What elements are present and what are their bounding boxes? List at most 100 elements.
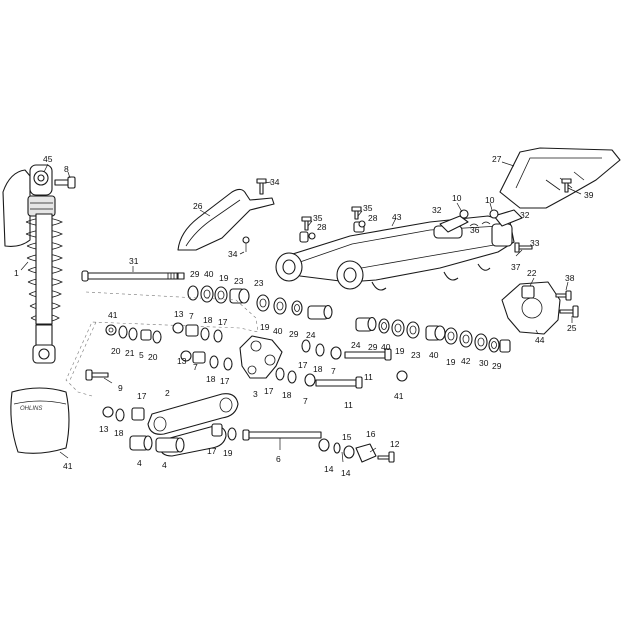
- callout: 14: [341, 468, 351, 478]
- linkage-outline: [65, 291, 259, 397]
- callout: 20: [148, 352, 158, 362]
- callout: 7: [331, 366, 336, 376]
- callout: 23: [234, 276, 244, 286]
- callout: 7: [303, 396, 308, 406]
- chain-block-44: [501, 281, 561, 335]
- callout: 30: [479, 358, 489, 368]
- callout: 23: [411, 350, 421, 360]
- callout: 29: [368, 342, 378, 352]
- callout: 20: [111, 346, 121, 356]
- bolt-9: [85, 369, 109, 381]
- callout: 26: [193, 201, 203, 211]
- bag-logo: OHLINS: [20, 406, 42, 412]
- callout: 19: [260, 322, 270, 332]
- linkage-small-parts: [105, 322, 233, 371]
- callout: 13: [99, 424, 109, 434]
- screw-34-top: [256, 178, 267, 195]
- callout: 10: [452, 193, 462, 203]
- callout: 23: [254, 278, 264, 288]
- callout: 38: [565, 273, 575, 283]
- callout-labels: 45 8 1 31 34 26 34 35 28 35 28 43 27 39 …: [14, 154, 594, 478]
- callout: 40: [273, 326, 283, 336]
- callout: 5: [139, 350, 144, 360]
- callout: 18: [282, 390, 292, 400]
- callout: 28: [368, 213, 378, 223]
- linkage-lower-parts: [102, 406, 237, 441]
- callout: 6: [276, 454, 281, 464]
- rocker-3: [239, 335, 283, 379]
- screw-38: [555, 290, 572, 301]
- callout: 41: [63, 461, 73, 471]
- bolt-8: [54, 176, 76, 189]
- callout: 29: [492, 361, 502, 371]
- callout: 29: [190, 269, 200, 279]
- callout: 13: [177, 356, 187, 366]
- chain-guard-27: [499, 147, 621, 209]
- callout: 9: [118, 383, 123, 393]
- callout: 39: [584, 190, 594, 200]
- callout: 19: [446, 357, 456, 367]
- callout: 18: [313, 364, 323, 374]
- callout: 29: [289, 329, 299, 339]
- callout: 24: [306, 330, 316, 340]
- callout: 4: [137, 458, 142, 468]
- pivot-bolt-31: [81, 270, 185, 282]
- callout: 33: [530, 238, 540, 248]
- callout: 35: [363, 203, 373, 213]
- callout: 7: [193, 362, 198, 372]
- callout: 1: [14, 268, 19, 278]
- callout: 22: [527, 268, 537, 278]
- callout: 34: [228, 249, 238, 259]
- callout: 17: [207, 446, 217, 456]
- callout: 7: [189, 311, 194, 321]
- linkage-right-parts: [275, 339, 408, 389]
- callout: 43: [392, 212, 402, 222]
- callout: 40: [429, 350, 439, 360]
- callout: 36: [470, 225, 480, 235]
- tool-bag-42: OHLINS: [10, 387, 70, 454]
- callout: 45: [43, 154, 53, 164]
- callout: 17: [220, 376, 230, 386]
- callout: 25: [567, 323, 577, 333]
- bearings-row-right: [355, 316, 511, 353]
- leader-lines: [20, 161, 582, 463]
- swingarm-43: [275, 215, 515, 291]
- shock-spring: [25, 213, 63, 325]
- callout: 4: [162, 460, 167, 470]
- callout: 32: [432, 205, 442, 215]
- callout: 17: [137, 391, 147, 401]
- screws-35-28: [301, 206, 366, 240]
- callout: 41: [394, 391, 404, 401]
- callout: 19: [395, 346, 405, 356]
- callout: 35: [313, 213, 323, 223]
- callout: 44: [535, 335, 545, 345]
- callout: 10: [485, 195, 495, 205]
- screw-39: [561, 178, 572, 193]
- screw-33-37: [514, 242, 533, 253]
- callout: 16: [366, 429, 376, 439]
- callout: 18: [206, 374, 216, 384]
- callout: 28: [317, 222, 327, 232]
- callout: 34: [270, 177, 280, 187]
- shock-absorber: [2, 164, 63, 364]
- guide-plates-32: [439, 209, 523, 233]
- callout: 27: [492, 154, 502, 164]
- callout: 42: [461, 356, 471, 366]
- chain-slider-26: [177, 188, 275, 252]
- callout: 17: [218, 317, 228, 327]
- callout: 2: [165, 388, 170, 398]
- callout: 13: [174, 309, 184, 319]
- callout: 41: [108, 310, 118, 320]
- callout: 12: [390, 439, 400, 449]
- callout: 37: [511, 262, 521, 272]
- callout: 31: [129, 256, 139, 266]
- callout: 11: [344, 400, 353, 410]
- callout: 18: [114, 428, 124, 438]
- callout: 3: [253, 389, 258, 399]
- screw-25: [559, 305, 579, 318]
- callout: 14: [324, 464, 334, 474]
- callout: 40: [381, 342, 391, 352]
- callout: 11: [364, 372, 373, 382]
- shaft-6: [242, 429, 395, 463]
- callout: 32: [520, 210, 530, 220]
